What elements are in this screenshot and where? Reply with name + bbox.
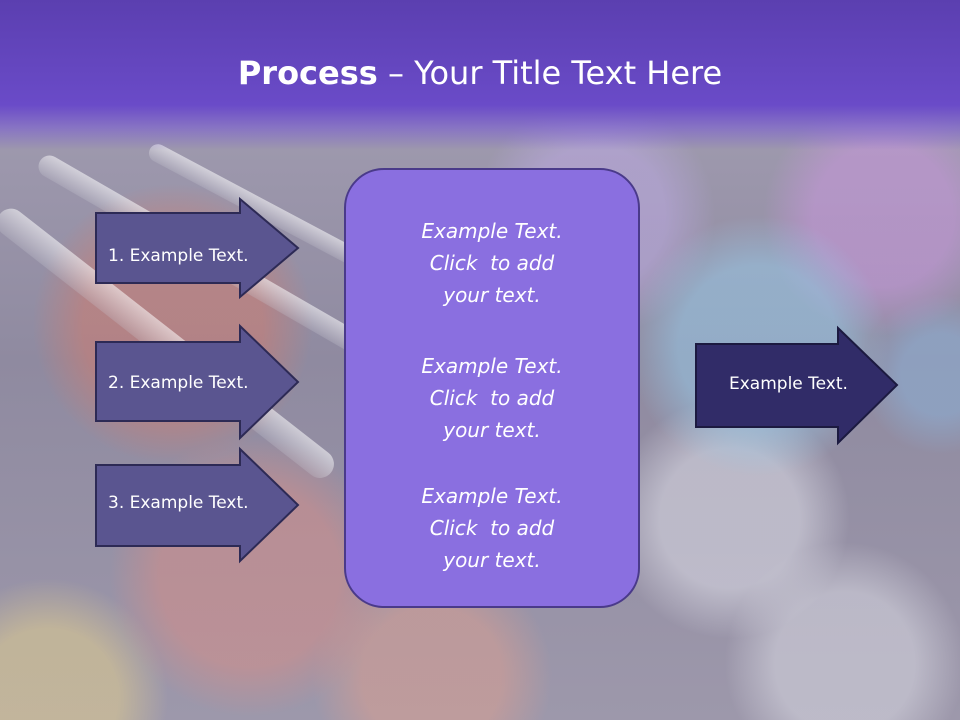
- arrow-label: Example Text.: [729, 374, 848, 394]
- left-arrow-2[interactable]: 2. Example Text.: [95, 323, 300, 441]
- left-arrow-1[interactable]: 1. Example Text.: [95, 196, 300, 300]
- arrow-label: 1. Example Text.: [108, 246, 249, 266]
- arrow-shape: [95, 323, 300, 441]
- arrow-label: 3. Example Text.: [108, 493, 249, 513]
- center-text-block-3: Example Text. Click to add your text.: [346, 480, 638, 576]
- center-line: Click to add: [429, 516, 555, 540]
- center-line: your text.: [443, 418, 541, 442]
- center-text-box[interactable]: Example Text. Click to add your text. Ex…: [344, 168, 640, 608]
- title-bold: Process: [237, 54, 378, 92]
- arrow-label: 2. Example Text.: [108, 373, 249, 393]
- center-line: Click to add: [429, 386, 555, 410]
- center-line: Example Text.: [421, 354, 563, 378]
- center-line: Click to add: [429, 251, 555, 275]
- center-text-block-1: Example Text. Click to add your text.: [346, 215, 638, 311]
- center-line: Example Text.: [421, 484, 563, 508]
- slide-title[interactable]: Process – Your Title Text Here: [0, 54, 960, 92]
- title-bar: [0, 0, 960, 150]
- center-line: Example Text.: [421, 219, 563, 243]
- right-arrow[interactable]: Example Text.: [695, 325, 900, 446]
- left-arrow-3[interactable]: 3. Example Text.: [95, 446, 300, 564]
- arrow-shape: [95, 196, 300, 300]
- center-line: your text.: [443, 283, 541, 307]
- center-line: your text.: [443, 548, 541, 572]
- center-text-block-2: Example Text. Click to add your text.: [346, 350, 638, 446]
- arrow-shape: [695, 325, 899, 446]
- arrow-shape: [95, 446, 300, 564]
- title-rest: – Your Title Text Here: [377, 54, 723, 92]
